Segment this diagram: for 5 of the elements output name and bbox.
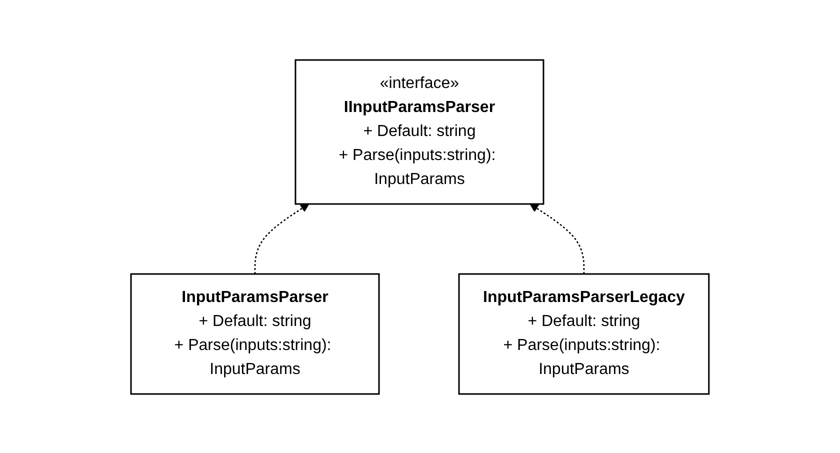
arrow <box>254 203 310 274</box>
node-box: «interface» IInputParamsParser + Default: string + Parse(inputs:string): InputParams <box>294 58 544 204</box>
node-box: InputParamsParserLegacy + Default: string + Parse(inputs:string): InputParams <box>458 272 710 394</box>
node-box: InputParamsParser + Default: string + Parse(inputs:string): InputParams <box>130 272 380 394</box>
arrow <box>530 203 585 274</box>
